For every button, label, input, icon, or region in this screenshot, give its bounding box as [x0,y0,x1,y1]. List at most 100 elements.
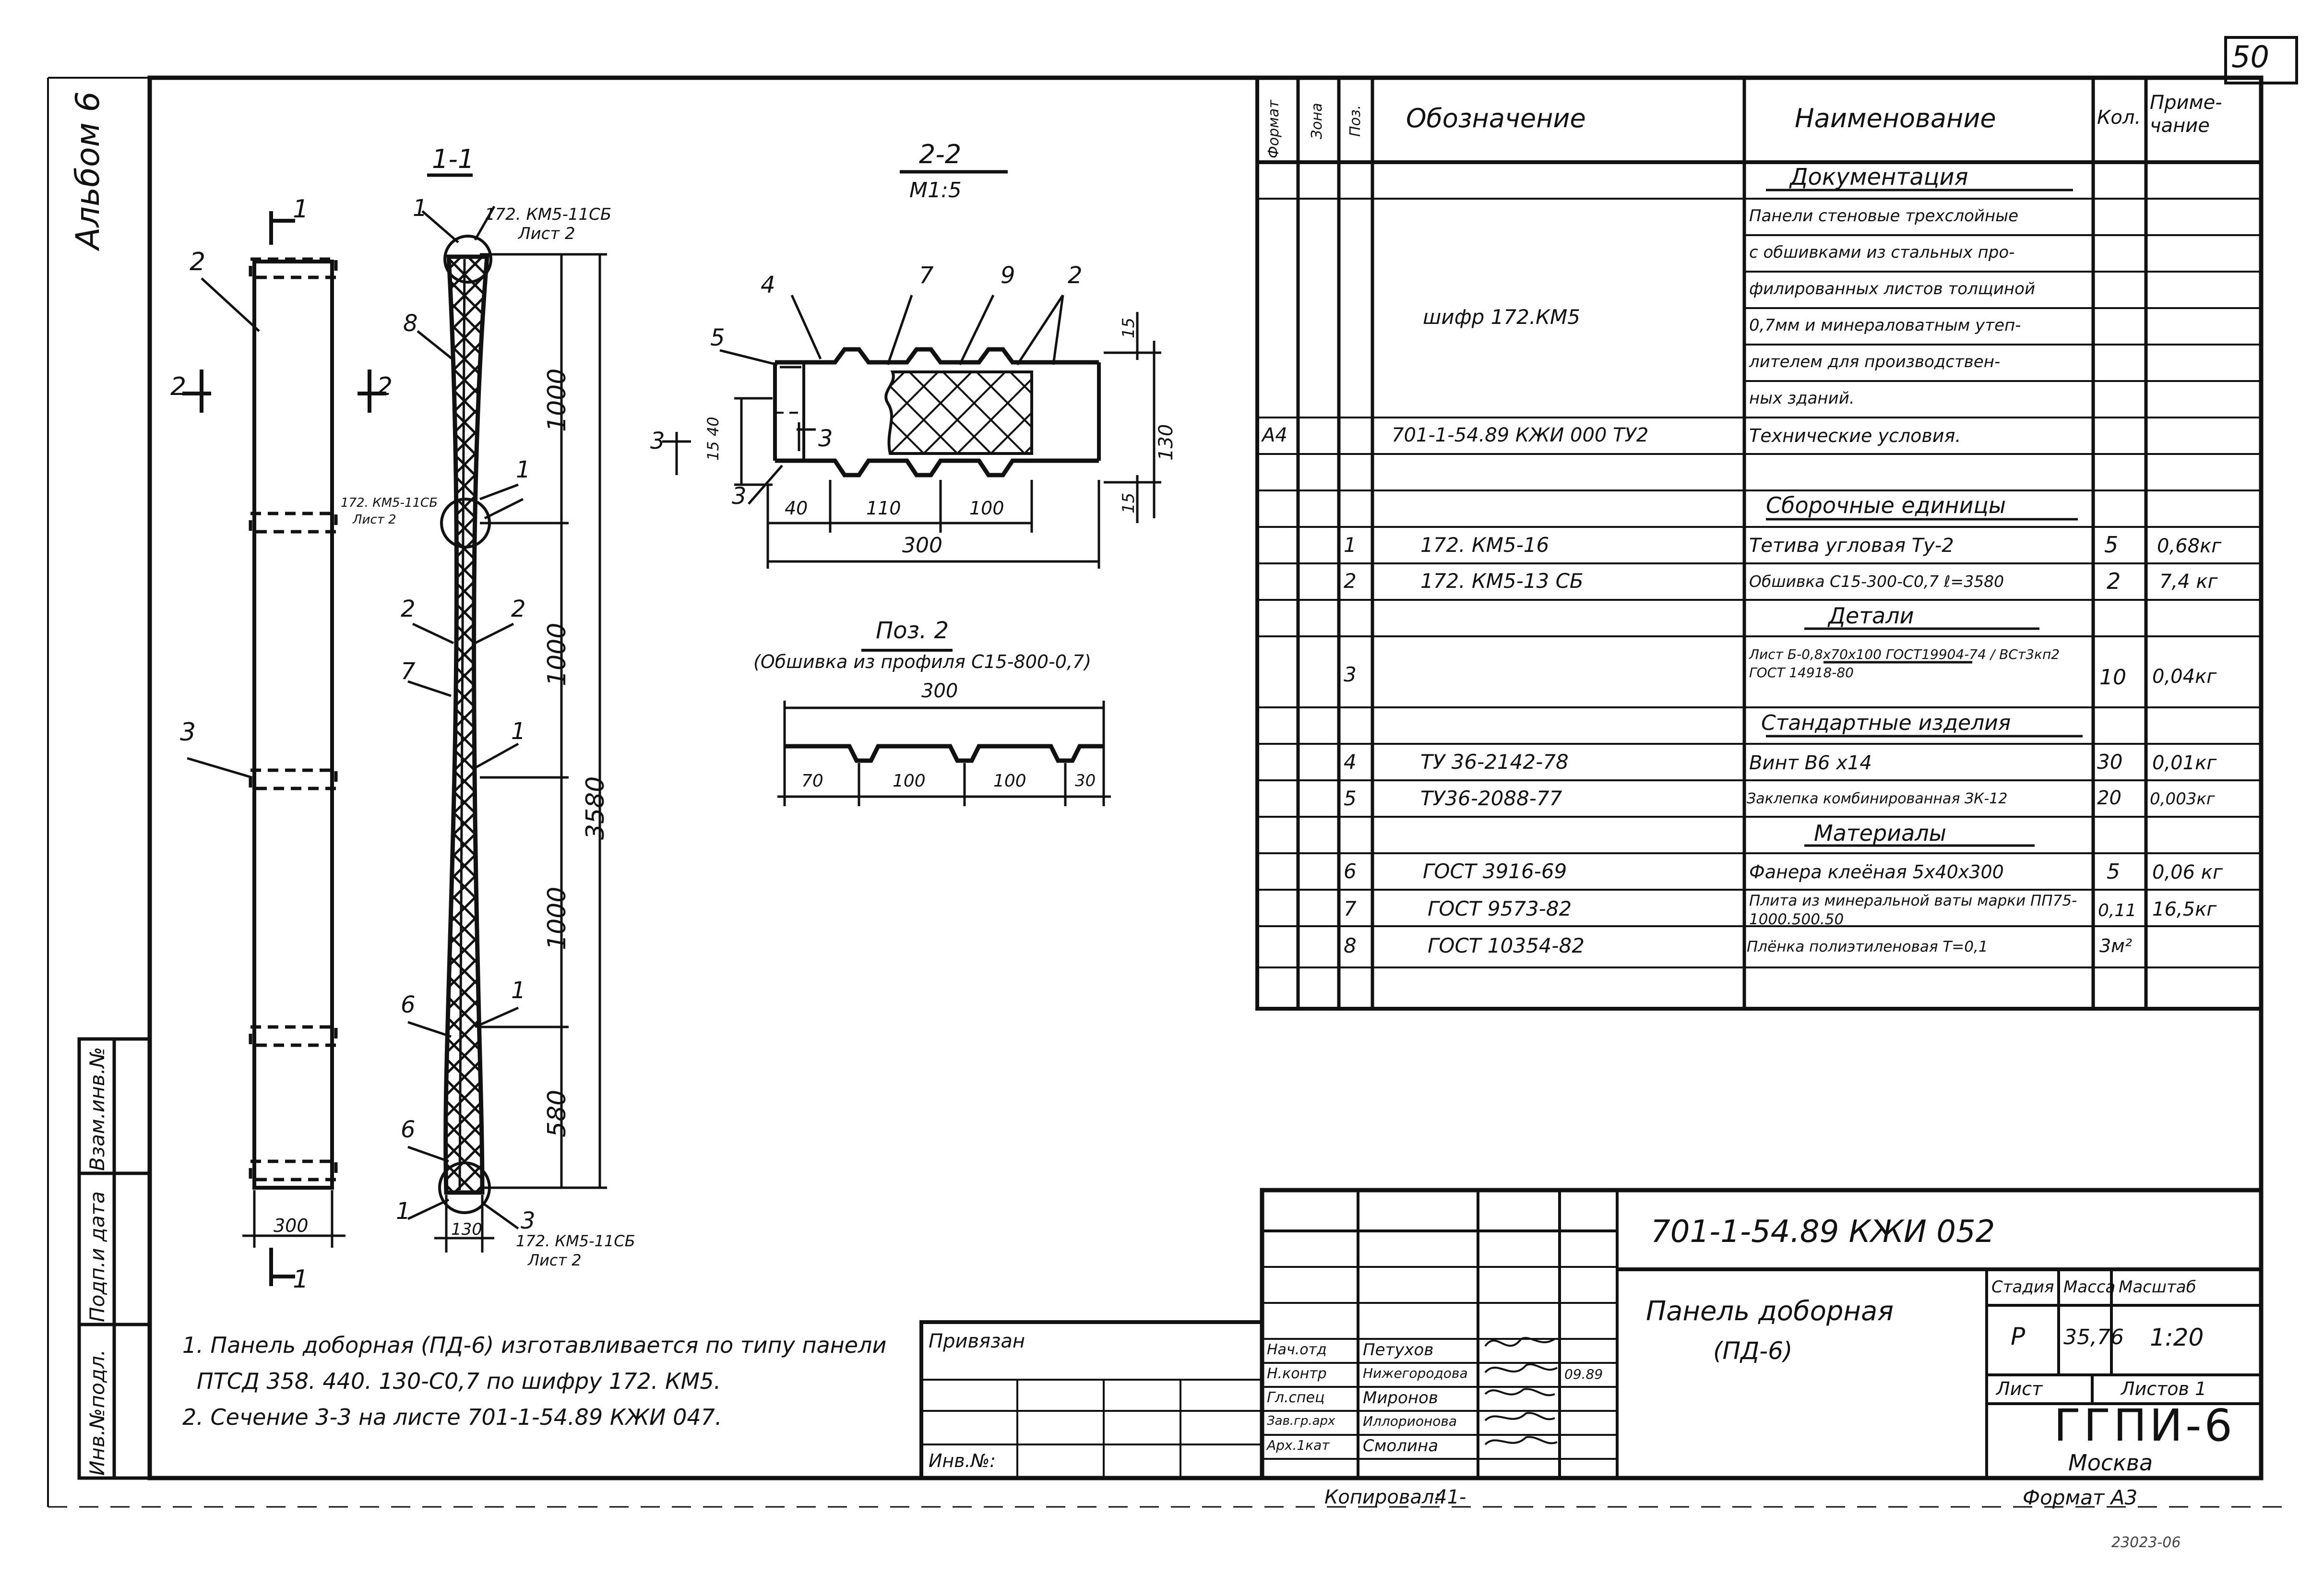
callout-22-9: 9 [1001,262,1015,289]
callout-22-2: 2 [1068,262,1083,289]
page-number: 50 [2231,39,2269,74]
callout-sec-2b: 2 [511,596,526,622]
callout-sec-1a: 1 [413,195,428,222]
spec-note-1: 0,68кг [2157,535,2222,557]
note-1: 1. Панель доборная (ПД-6) изготавливаетс… [182,1332,887,1358]
dim-300-section: 300 [902,533,942,558]
spec-name-4: Винт В6 х14 [1749,752,1872,774]
dim-15-40: 15 40 [704,417,722,461]
spec-qty-3: 10 [2099,665,2126,690]
ref-bottom: 172. КМ5-11СБ [516,1232,635,1250]
hdr-zone: Зона [1309,103,1325,139]
dim-15-bottom: 15 [1119,492,1138,513]
mass-value: 35,76 [2063,1325,2124,1349]
side-stamp-vzam-inv: Взам.инв.№ [85,1047,109,1171]
callout-22-4: 4 [761,272,775,298]
spec-name-8: Плёнка полиэтиленовая Т=0,1 [1747,938,1988,955]
spec-qty-4: 30 [2097,750,2123,774]
spec-note-4: 0,01кг [2152,752,2217,774]
sign-date: 09.89 [1564,1366,1603,1382]
callout-sec-8: 8 [403,310,418,337]
spec-name-5: Заклепка комбинированная ЗК-12 [1747,790,2008,807]
dim-100: 100 [969,498,1004,519]
mass-label: Масса [2063,1277,2116,1297]
role-3: Зав.гр.арх [1267,1414,1335,1428]
spec-des-8: ГОСТ 10354-82 [1428,934,1585,957]
role-0: Нач.отд [1267,1341,1327,1358]
spec-pos-5: 5 [1344,787,1357,810]
name-3: Иллорионова [1363,1413,1457,1429]
cut-label-2-left: 2 [170,372,187,401]
album-label: Альбом 6 [69,91,107,250]
spec-des-6: ГОСТ 3916-69 [1423,859,1567,883]
dim-3580: 3580 [581,776,610,840]
dim-110: 110 [866,498,901,519]
dim-130-right: 130 [1155,424,1177,461]
callout-sec-7: 7 [401,658,416,685]
name-4: Смолина [1363,1436,1439,1456]
spec-pos-4: 4 [1344,750,1357,774]
spec-qty-2: 2 [2107,568,2121,594]
side-stamp-podp-data: Подп.и дата [85,1191,109,1322]
role-4: Арх.1кат [1267,1437,1330,1453]
callout-elev-3: 3 [180,718,196,747]
spec-pos-7: 7 [1344,897,1357,920]
callout-sec-1c: 1 [511,718,526,745]
section-1-1 [407,173,607,1253]
dim-15-top: 15 [1119,317,1138,338]
spec-des-1: 172. КМ5-16 [1420,533,1549,557]
doc-code: 701-1-54.89 КЖИ 052 [1651,1214,1995,1250]
callout-sec-1b: 1 [516,456,531,483]
spec-qty-5: 20 [2097,787,2121,809]
cut-label-3-left: 3 [650,428,665,454]
dim-580: 580 [543,1089,572,1137]
spec-pos-8: 8 [1344,934,1357,957]
spec-heading-details: Детали [1828,603,1914,629]
spec-note-5: 0,003кг [2150,789,2215,809]
ref-bottom-sheet: Лист 2 [528,1251,582,1269]
poz2-dim-300: 300 [921,680,958,702]
note-2: 2. Сечение 3-3 на листе 701-1-54.89 КЖИ … [182,1404,722,1430]
sheet-label: Лист [1996,1378,2043,1399]
hdr-format: Формат [1265,100,1282,158]
callout-sec-6b: 6 [401,1116,416,1143]
spec-row-name-2: с обшивками из стальных про- [1749,243,2015,262]
spec-name-3: Лист Б-0,8х70х100 ГОСТ19904-74 / ВСт3кп2… [1749,646,2060,680]
org-name: ГГПИ-6 [2054,1400,2235,1451]
role-2: Гл.спец [1267,1389,1325,1406]
callout-22-7: 7 [919,262,934,289]
spec-des-7: ГОСТ 9573-82 [1428,897,1572,920]
spec-des-2: 172. КМ5-13 СБ [1420,569,1584,593]
poz2-dim-100a: 100 [893,771,926,791]
spec-pos-1: 1 [1344,533,1357,557]
poz2-title: Поз. 2 [876,617,949,644]
ref-mid: 172. КМ5-11СБ [341,496,438,510]
poz2-profile [777,649,1111,806]
spec-des-4: ТУ 36-2142-78 [1420,750,1569,774]
name-1: Нижегородова [1363,1365,1468,1381]
poz2-dim-30: 30 [1075,771,1096,790]
hdr-name: Наименование [1795,103,1996,133]
spec-row-name-3: филированных листов толщиной [1749,279,2036,298]
ref-top: 172. КМ5-11СБ [485,205,612,224]
cut-label-2-right: 2 [377,372,393,401]
poz2-subtitle: (Обшивка из профиля С15-800-0,7) [753,651,1092,672]
spec-row-name-1: Панели стеновые трехслойные [1749,206,2018,226]
callout-sec-6a: 6 [401,991,416,1018]
callout-sec-2a: 2 [401,596,416,622]
spec-note-2: 7,4 кг [2159,571,2218,593]
spec-pos-3: 3 [1344,663,1357,686]
poz2-dim-70: 70 [801,771,823,791]
note-1-cont: ПТСД 358. 440. 130-С0,7 по шифру 172. КМ… [197,1368,721,1394]
spec-pos-2: 2 [1344,569,1357,593]
doc-title-line1: Панель доборная [1646,1296,1894,1327]
privyazan-label: Привязан [929,1330,1025,1352]
spec-row-format-a4: А4 [1262,424,1287,446]
panel-elevation [182,211,386,1286]
cut-label-1-top: 1 [293,195,309,224]
scale-label: Масштаб [2119,1277,2196,1297]
poz2-dim-100b: 100 [993,771,1026,791]
side-stamp-inv-podl: Инв.№подл. [85,1349,109,1476]
spec-name-6: Фанера клеёная 5х40х300 [1749,861,2004,883]
ref-top-sheet: Лист 2 [518,224,575,243]
